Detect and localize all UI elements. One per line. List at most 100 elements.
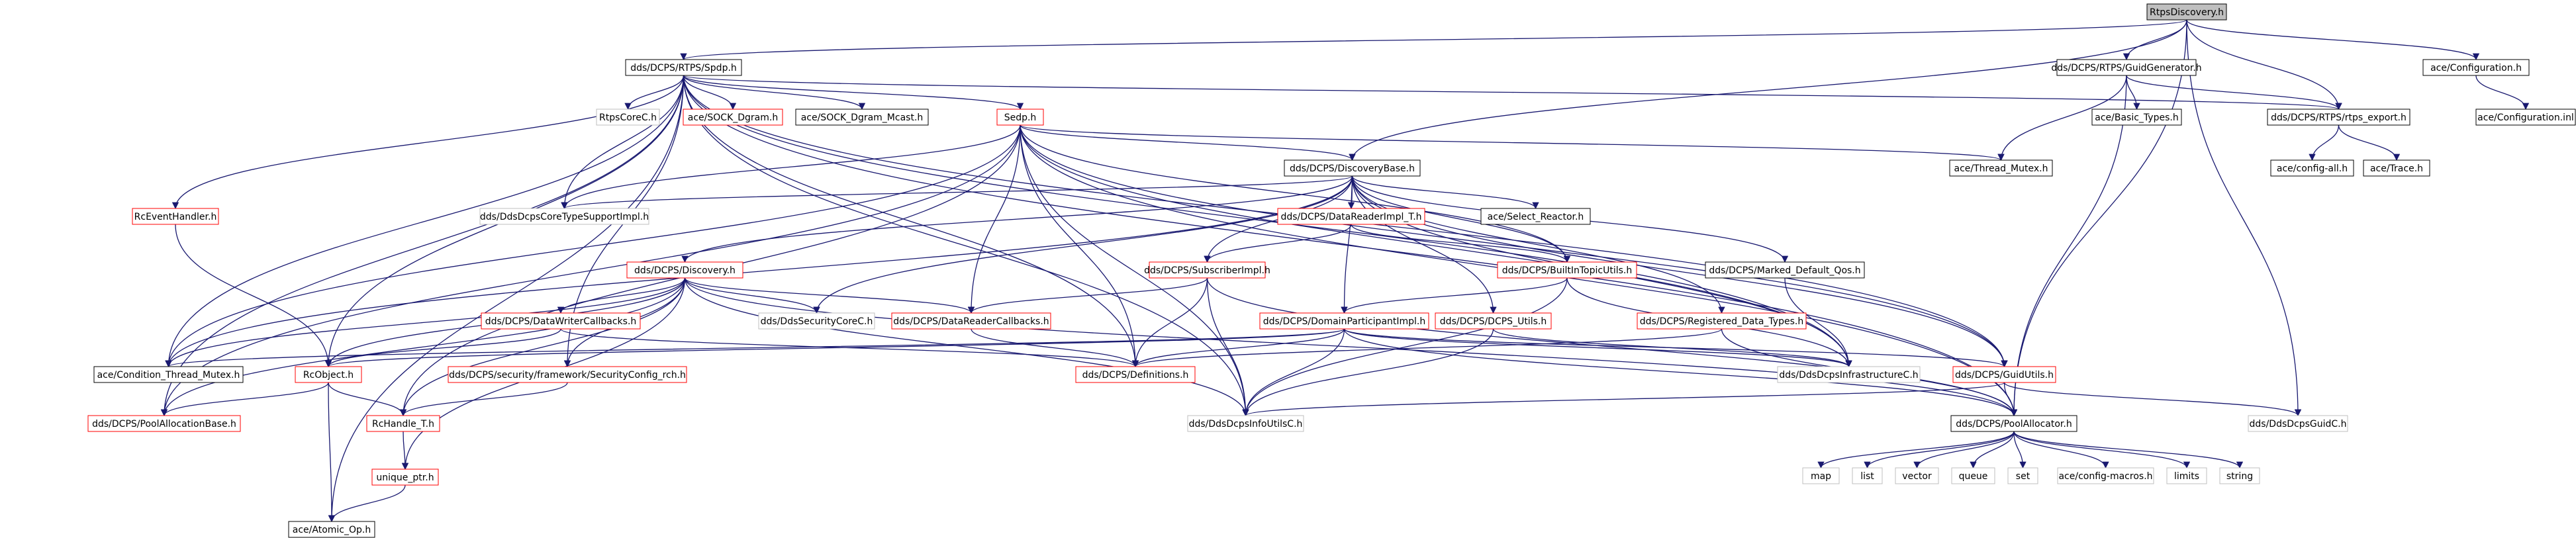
node-aceconf[interactable]: ace/Configuration.h [2422, 59, 2530, 76]
node-condthreadmutex[interactable]: ace/Condition_Thread_Mutex.h [93, 366, 244, 383]
node-regdatatypes[interactable]: dds/DCPS/Registered_Data_Types.h [1637, 312, 1807, 330]
node-queue[interactable]: queue [1951, 467, 1995, 484]
node-threadmutex[interactable]: ace/Thread_Mutex.h [1949, 159, 2053, 177]
node-configmacros[interactable]: ace/config-macros.h [2057, 467, 2154, 484]
node-subscriberimpl[interactable]: dds/DCPS/SubscriberImpl.h [1144, 261, 1270, 279]
node-rtpsexport[interactable]: dds/DCPS/RTPS/rtps_export.h [2267, 109, 2410, 126]
node-box [2056, 59, 2197, 76]
node-box [371, 469, 439, 486]
edge-rceventhandler-to-rcobject [175, 224, 332, 368]
node-box [1259, 312, 1429, 330]
node-rceventhandler[interactable]: RcEventHandler.h [132, 208, 219, 225]
edge-root-to-guidc [2186, 19, 2302, 417]
edge-spdp-to-sedp [683, 75, 1024, 111]
node-dwcallbacks[interactable]: dds/DCPS/DataWriterCallbacks.h [481, 312, 641, 330]
node-box [1149, 261, 1266, 279]
node-discbase[interactable]: dds/DCPS/DiscoveryBase.h [1284, 159, 1421, 177]
node-infoutilsc[interactable]: dds/DdsDcpsInfoUtilsC.h [1187, 415, 1304, 432]
edge-dpimpl-to-condthreadmutex [165, 328, 1345, 368]
node-guidgen[interactable]: dds/DCPS/RTPS/GuidGenerator.h [2051, 59, 2202, 76]
node-label: map [1811, 471, 1831, 482]
edge-discovery-to-dwcallbacks [557, 277, 686, 314]
node-box [1852, 467, 1883, 484]
edge-rchandle-to-uniqueptr [401, 431, 409, 471]
node-discovery[interactable]: dds/DCPS/Discovery.h [626, 261, 743, 279]
node-map[interactable]: map [1802, 467, 1840, 484]
edge-discovery-to-infoutilsc [684, 277, 1249, 417]
edge-poolallocator-to-vector [1913, 431, 2015, 469]
node-sockmcast[interactable]: ace/SOCK_Dgram_Mcast.h [795, 109, 929, 126]
node-guidc[interactable]: dds/DdsDcpsGuidC.h [2248, 415, 2348, 432]
node-box [758, 312, 875, 330]
edge-spdp-to-infrastructurec [683, 75, 1852, 368]
node-label: ace/config-macros.h [2058, 471, 2152, 482]
node-box [2422, 59, 2530, 76]
node-basictypes[interactable]: ace/Basic_Types.h [2091, 109, 2182, 126]
edge-discovery-to-drcallbacks [684, 277, 975, 314]
node-label: dds/DCPS/security/framework/SecurityConf… [449, 370, 686, 381]
node-label: ace/SOCK_Dgram_Mcast.h [801, 112, 924, 123]
edge-guidutils-to-guidc [2003, 382, 2302, 417]
edge-poolallocator-to-string [2013, 431, 2244, 469]
node-secconfig[interactable]: dds/DCPS/security/framework/SecurityConf… [448, 366, 687, 383]
edge-secconfig-to-rchandle [399, 382, 568, 417]
node-label: string [2226, 471, 2253, 482]
node-sockdgram[interactable]: ace/SOCK_Dgram.h [683, 109, 783, 126]
node-rcobject[interactable]: RcObject.h [295, 366, 362, 383]
edge-discbase-to-dpimpl [1341, 175, 1353, 314]
node-rtpscorec[interactable]: RtpsCoreC.h [596, 109, 660, 126]
node-uniqueptr[interactable]: unique_ptr.h [371, 469, 439, 486]
node-limits[interactable]: limits [2166, 467, 2207, 484]
node-label: dds/DCPS/Discovery.h [634, 265, 736, 276]
node-label: dds/DdsDcpsCoreTypeSupportImpl.h [480, 212, 649, 222]
edge-dwcallbacks-to-rcobject [324, 328, 561, 368]
edge-dpimpl-to-definitions [1131, 328, 1345, 368]
edge-aceconf-to-aceconfinl [2475, 75, 2530, 111]
node-label: RtpsCoreC.h [599, 112, 657, 123]
node-label: limits [2174, 471, 2199, 482]
node-builtinutils[interactable]: dds/DCPS/BuiltInTopicUtils.h [1497, 261, 1637, 279]
node-atomicop[interactable]: ace/Atomic_Op.h [288, 521, 375, 538]
node-box [93, 366, 244, 383]
node-dcpsutils[interactable]: dds/DCPS/DCPS_Utils.h [1435, 312, 1552, 330]
node-coretypesupport[interactable]: dds/DdsDcpsCoreTypeSupportImpl.h [479, 208, 649, 225]
node-drimplt[interactable]: dds/DCPS/DataReaderImpl_T.h [1277, 208, 1425, 225]
node-definitions[interactable]: dds/DCPS/Definitions.h [1075, 366, 1196, 383]
edge-discbase-to-guidutils [1351, 175, 2008, 368]
node-box [1277, 208, 1425, 225]
edge-discbase-to-dcpsutils [1351, 175, 1497, 314]
node-string[interactable]: string [2219, 467, 2260, 484]
node-selectreactor[interactable]: ace/Select_Reactor.h [1480, 208, 1591, 225]
edge-poolallocator-to-set [2013, 431, 2027, 469]
edge-sedp-to-condthreadmutex [165, 124, 1021, 368]
node-box [1075, 366, 1196, 383]
node-securitycorec[interactable]: dds/DdsSecurityCoreC.h [758, 312, 875, 330]
node-label: dds/DCPS/DiscoveryBase.h [1290, 163, 1415, 174]
node-box [626, 261, 743, 279]
node-box [2146, 3, 2227, 21]
node-aceconfinl[interactable]: ace/Configuration.inl [2475, 109, 2576, 126]
node-rchandle[interactable]: RcHandle_T.h [366, 415, 440, 432]
edge-dpimpl-to-infrastructurec [1343, 328, 1852, 368]
node-root[interactable]: RtpsDiscovery.h [2146, 3, 2227, 21]
node-vector[interactable]: vector [1895, 467, 1939, 484]
edge-sedp-to-guidutils [1020, 124, 2008, 368]
node-label: dds/DCPS/PoolAllocator.h [1956, 419, 2072, 429]
node-drcallbacks[interactable]: dds/DCPS/DataReaderCallbacks.h [891, 312, 1051, 330]
node-poolallocbase[interactable]: dds/DCPS/PoolAllocationBase.h [87, 415, 241, 432]
node-infrastructurec[interactable]: dds/DdsDcpsInfrastructureC.h [1777, 366, 1921, 383]
node-markeddefault[interactable]: dds/DCPS/Marked_Default_Qos.h [1705, 261, 1865, 279]
node-configall[interactable]: ace/config-all.h [2270, 159, 2354, 177]
node-dpimpl[interactable]: dds/DCPS/DomainParticipantImpl.h [1259, 312, 1429, 330]
node-spdp[interactable]: dds/DCPS/RTPS/Spdp.h [625, 59, 742, 76]
edge-sedp-to-builtinutils [1020, 124, 1571, 263]
node-trace[interactable]: ace/Trace.h [2363, 159, 2430, 177]
node-box [2248, 415, 2348, 432]
node-guidutils[interactable]: dds/DCPS/GuidUtils.h [1952, 366, 2056, 383]
edge-discovery-to-poolallocbase [160, 277, 686, 417]
node-set[interactable]: set [2007, 467, 2038, 484]
node-list[interactable]: list [1852, 467, 1883, 484]
node-sedp[interactable]: Sedp.h [996, 109, 1044, 126]
node-poolallocator[interactable]: dds/DCPS/PoolAllocator.h [1950, 415, 2077, 432]
edge-dpimpl-to-rcobject [325, 328, 1345, 368]
